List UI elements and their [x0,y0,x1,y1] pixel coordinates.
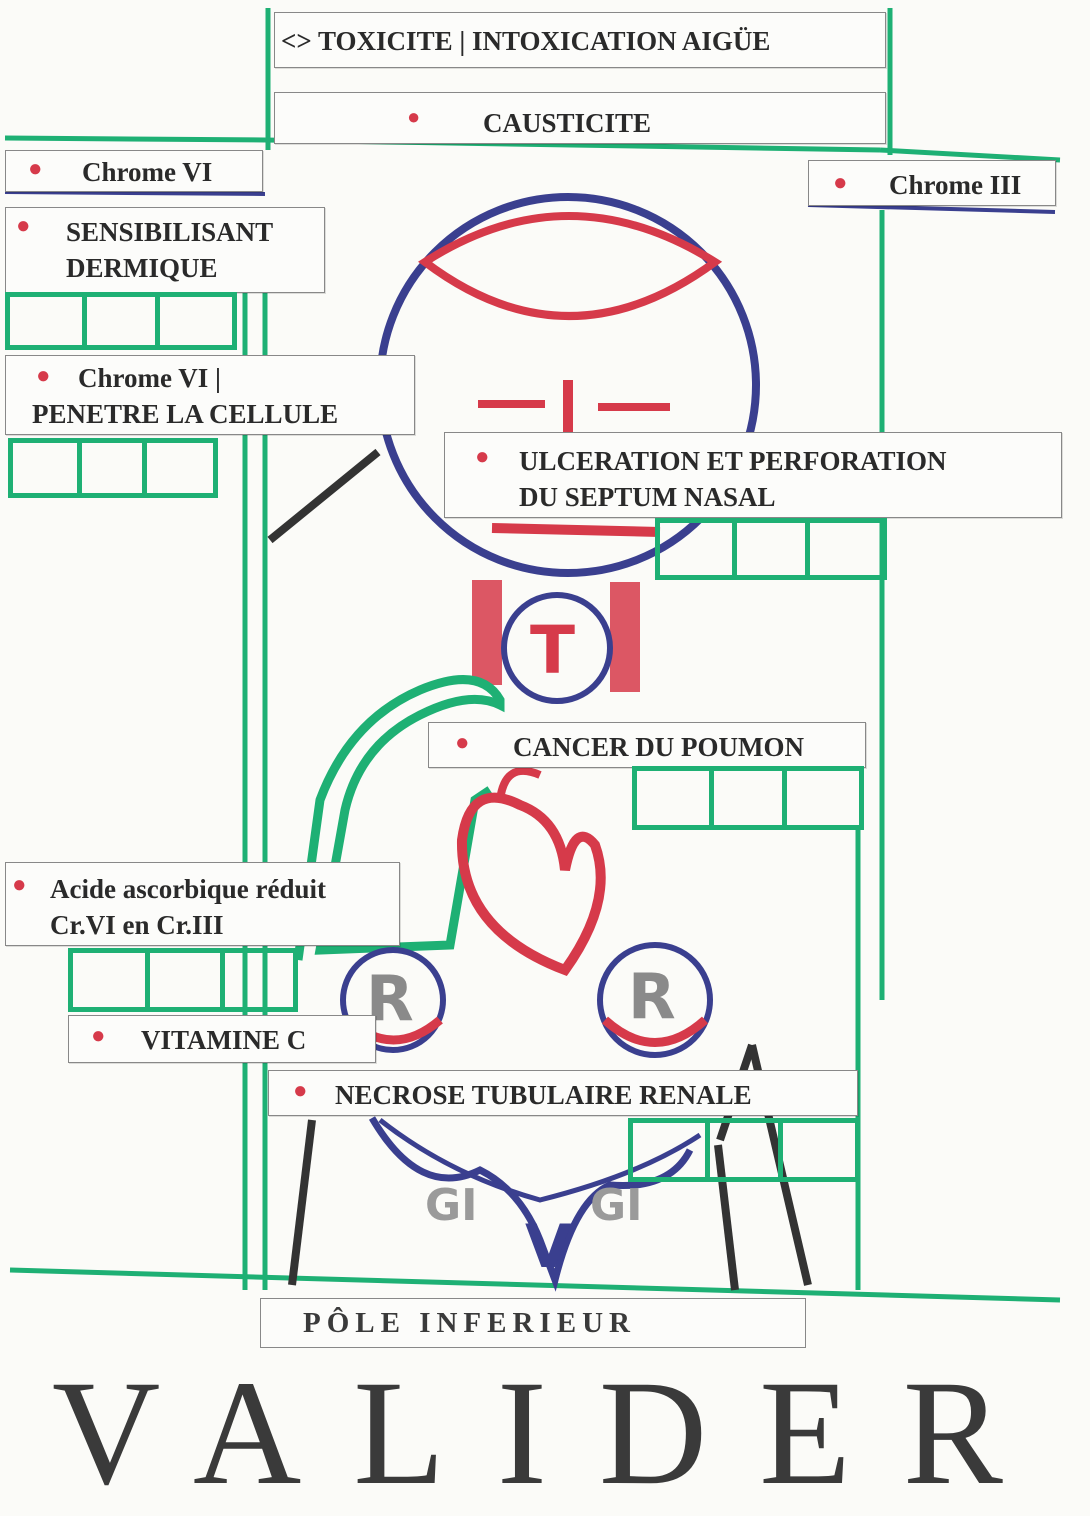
lips-icon: ● [293,1078,308,1104]
checkbox[interactable] [628,1118,710,1182]
cell-penetration-label[interactable]: ● Chrome VI | PENETRE LA CELLULE [5,355,415,435]
checkbox[interactable] [82,292,160,350]
lips-icon: ● [833,170,848,196]
renal-necrosis-text: NECROSE TUBULAIRE RENALE [335,1080,752,1110]
checkbox[interactable] [709,766,787,830]
ascorbic-line1: Acide ascorbique réduit [50,874,326,904]
renal-necrosis-label[interactable]: ● NECROSE TUBULAIRE RENALE [268,1070,858,1116]
checkbox[interactable] [732,518,810,580]
gi-right-letters: GI [590,1180,643,1231]
validate-button[interactable]: VALIDER [52,1350,1055,1516]
lung-cancer-checkboxes [632,766,864,830]
renal-checkboxes [628,1118,860,1182]
ulceration-line2: DU SEPTUM NASAL [519,482,776,512]
kidney-right-letter: R [628,960,676,1033]
chrome-iii-label[interactable]: ● Chrome III [808,160,1056,206]
chrome-iii-text: Chrome III [889,170,1022,200]
cell-checkboxes [8,438,218,498]
chrome-vi-label[interactable]: ● Chrome VI [5,150,263,192]
chrome-vi-text: Chrome VI [82,157,213,187]
sensitizer-label[interactable]: ● SENSIBILISANT DERMIQUE [5,207,325,293]
lips-icon: ● [91,1023,106,1049]
sensitizer-line2: DERMIQUE [66,253,218,283]
thyroid-drawing [472,580,640,704]
lower-pole-label: PÔLE INFERIEUR [260,1298,806,1348]
ascorbic-checkboxes [68,948,298,1012]
vitamin-c-text: VITAMINE C [141,1025,307,1055]
lung-cancer-label[interactable]: ● CANCER DU POUMON [428,722,866,768]
checkbox[interactable] [805,518,887,580]
lips-icon: ● [28,156,43,182]
thyroid-letter: T [530,612,576,689]
lips-icon: ● [16,213,31,239]
toxicity-header-text: <> TOXICITE | INTOXICATION AIGÜE [281,26,771,56]
cell-line1: Chrome VI | [78,363,221,393]
checkbox[interactable] [782,766,864,830]
toxicity-header[interactable]: <> TOXICITE | INTOXICATION AIGÜE [274,12,886,68]
checkbox[interactable] [5,292,87,350]
ascorbic-acid-label[interactable]: ● Acide ascorbique réduit Cr.VI en Cr.II… [5,862,400,946]
cell-line2: PENETRE LA CELLULE [32,399,339,429]
checkbox[interactable] [77,438,147,498]
heart-drawing [456,767,606,977]
lips-icon: ● [12,872,27,898]
gi-left-letters: GI [425,1180,478,1231]
checkbox[interactable] [8,438,82,498]
checkbox[interactable] [142,438,218,498]
causticity-header-text: CAUSTICITE [483,108,652,138]
lips-icon: ● [475,444,490,470]
vitamin-c-label[interactable]: ● VITAMINE C [68,1015,376,1063]
checkbox[interactable] [220,948,298,1012]
lips-icon: ● [407,104,421,129]
lung-cancer-text: CANCER DU POUMON [513,732,804,762]
checkbox[interactable] [705,1118,783,1182]
checkbox[interactable] [778,1118,860,1182]
causticity-header[interactable]: ● CAUSTICITE [274,92,886,144]
checkbox[interactable] [632,766,714,830]
checkbox[interactable] [655,518,737,580]
ulceration-label[interactable]: ● ULCERATION ET PERFORATION DU SEPTUM NA… [444,432,1062,518]
ulceration-line1: ULCERATION ET PERFORATION [519,446,947,476]
sensitizer-checkboxes [5,292,237,350]
checkbox[interactable] [155,292,237,350]
gi-drawing [368,1116,702,1292]
checkbox[interactable] [145,948,225,1012]
checkbox[interactable] [68,948,150,1012]
sensitizer-line1: SENSIBILISANT [66,217,274,247]
ulceration-checkboxes [655,518,887,580]
lips-icon: ● [36,363,51,389]
ascorbic-line2: Cr.VI en Cr.III [50,910,224,940]
lower-pole-text: PÔLE INFERIEUR [303,1307,636,1339]
gi-center-letter: V [525,1212,572,1282]
lips-icon: ● [455,730,470,756]
